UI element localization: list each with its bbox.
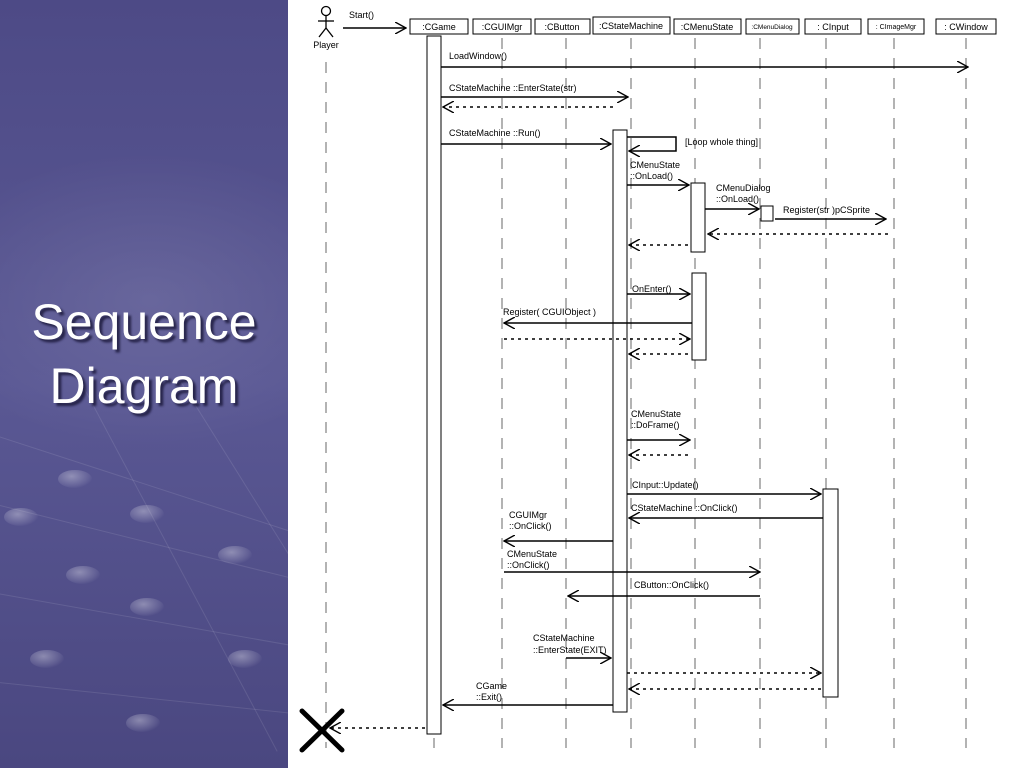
activation-bar-cstatemachine (612, 129, 628, 713)
lifeline-label-cgame: :CGame (422, 22, 456, 32)
lifeline-label-cstatemachine: :CStateMachine (599, 21, 663, 31)
message-label-enterstate-exit: CStateMachine::EnterState(EXIT) (533, 633, 607, 655)
lifeline-label-cwindow: : CWindow (944, 22, 988, 32)
lifeline-box-cmenudialog (745, 18, 800, 35)
lifeline-box-cguimgr (472, 18, 532, 35)
lifeline-box-cbutton (534, 18, 591, 35)
message-label-cbutton-onclick: CButton::OnClick() (634, 580, 709, 590)
activation-bar-cmenudialog (760, 205, 774, 222)
message-label-register-sprite: Register(str )pCSprite (783, 205, 870, 215)
slide-title-line-2: Diagram (49, 358, 239, 414)
lifeline-box-cimagemgr (867, 18, 925, 35)
lifeline-label-cmenustate: :CMenuState (681, 22, 734, 32)
lifeline-label-cimagemgr: : CImageMgr (876, 24, 917, 31)
message-label-cstatemachine-onclick: CStateMachine ::OnClick() (631, 503, 738, 513)
background-grid-line (0, 680, 288, 719)
sequence-diagram: Player Start() :CGame :CGUIMgr :CButton … (288, 0, 1024, 768)
background-dot (218, 546, 252, 564)
message-label-cmenudialog-onload: CMenuDialog::OnLoad() (716, 183, 771, 204)
message-label-cmenustate-onclick: CMenuState::OnClick() (507, 549, 557, 570)
background-sheen (0, 150, 288, 450)
background-dot (30, 650, 64, 668)
slide-title-line-1: Sequence (31, 294, 257, 350)
lifeline-label-cinput: : CInput (817, 22, 849, 32)
message-label-cinput-update: CInput::Update() (632, 480, 699, 490)
lifeline-label-cbutton: :CButton (544, 22, 579, 32)
loop-self-arrow (627, 136, 677, 151)
activation-bar-cmenustate-onenter (691, 272, 707, 361)
message-label-cgame-exit: CGame::Exit() (476, 681, 507, 702)
lifeline-box-cstatemachine (592, 16, 671, 35)
destroy-x-icon (299, 708, 345, 753)
background-dot (4, 508, 38, 526)
message-label-enterstate: CStateMachine ::EnterState(str) (449, 83, 577, 93)
activation-bar-cinput (822, 488, 839, 698)
background-dot (130, 505, 164, 523)
left-title-panel: Sequence Diagram (0, 0, 288, 768)
background-dot (58, 470, 92, 488)
message-label-run: CStateMachine ::Run() (449, 128, 541, 138)
lifeline-label-cmenudialog: :CMenuDialog (751, 24, 793, 31)
lifeline-box-cgame (409, 18, 469, 35)
message-label-loop: [Loop whole thing] (685, 137, 758, 147)
lifeline-label-cguimgr: :CGUIMgr (482, 22, 523, 32)
message-label-onenter: OnEnter() (632, 284, 672, 294)
message-label-doframe: CMenuState::DoFrame() (631, 409, 681, 430)
background-dot (228, 650, 262, 668)
player-actor-icon (318, 5, 334, 38)
player-label: Player (313, 40, 339, 50)
start-message-label: Start() (349, 10, 374, 20)
activation-bar-cmenustate-onload (690, 182, 706, 253)
background-dot (66, 566, 100, 584)
lifeline-box-cmenustate (673, 18, 742, 35)
message-label-cmenustate-onload: CMenuState::OnLoad() (630, 160, 680, 181)
background-dot (126, 714, 160, 732)
activation-bar-cgame (426, 35, 442, 735)
background-dot (130, 598, 164, 616)
lifeline-box-cwindow (935, 18, 997, 35)
message-label-register-guiobject: Register( CGUIObject ) (503, 307, 596, 317)
message-label-loadwindow: LoadWindow() (449, 51, 507, 61)
message-label-cguimgr-onclick: CGUIMgr::OnClick() (509, 510, 552, 531)
slide-title: Sequence Diagram (0, 290, 288, 418)
lifeline-box-cinput (804, 18, 862, 35)
